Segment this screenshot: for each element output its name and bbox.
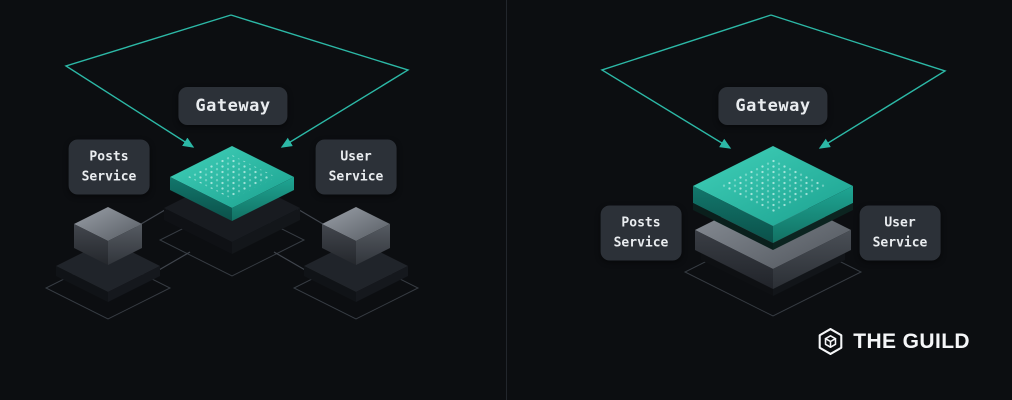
posts-service-cube	[56, 207, 160, 302]
panel-merged-services: Gateway Posts Service User Service	[506, 0, 1012, 400]
user-service-label-line2: Service	[872, 235, 928, 250]
posts-service-label-line2: Service	[613, 235, 669, 250]
user-service-label-line1: User	[884, 215, 916, 231]
posts-service-label-line2: Service	[81, 169, 137, 184]
separate-services-illustration	[44, 14, 420, 320]
gateway-platform	[693, 146, 853, 250]
guild-logo-text: THE GUILD	[853, 329, 970, 353]
user-service-cube	[304, 207, 408, 302]
posts-service-label-line1: Posts	[621, 215, 661, 231]
gateway-dot-grid	[188, 155, 276, 199]
gateway-platform	[164, 146, 300, 254]
user-service-label: User Service	[859, 205, 941, 261]
guild-logo: THE GUILD	[817, 328, 970, 355]
gateway-label: Gateway	[718, 87, 828, 125]
panel-separate-services: Gateway Posts Service User Service	[44, 14, 420, 320]
merged-services-illustration	[600, 14, 947, 317]
incoming-request-arrows	[600, 14, 947, 149]
posts-service-label: Posts Service	[600, 205, 682, 261]
incoming-request-arrows	[64, 14, 410, 148]
gateway-label: Gateway	[178, 87, 288, 125]
posts-service-label: Posts Service	[68, 139, 150, 195]
user-service-label-line1: User	[340, 149, 372, 165]
user-service-label: User Service	[315, 139, 397, 195]
gateway-dot-grid	[717, 158, 829, 214]
posts-service-label-line1: Posts	[89, 149, 129, 165]
guild-hexagon-logo-icon	[818, 328, 843, 355]
user-service-label-line2: Service	[328, 169, 384, 184]
